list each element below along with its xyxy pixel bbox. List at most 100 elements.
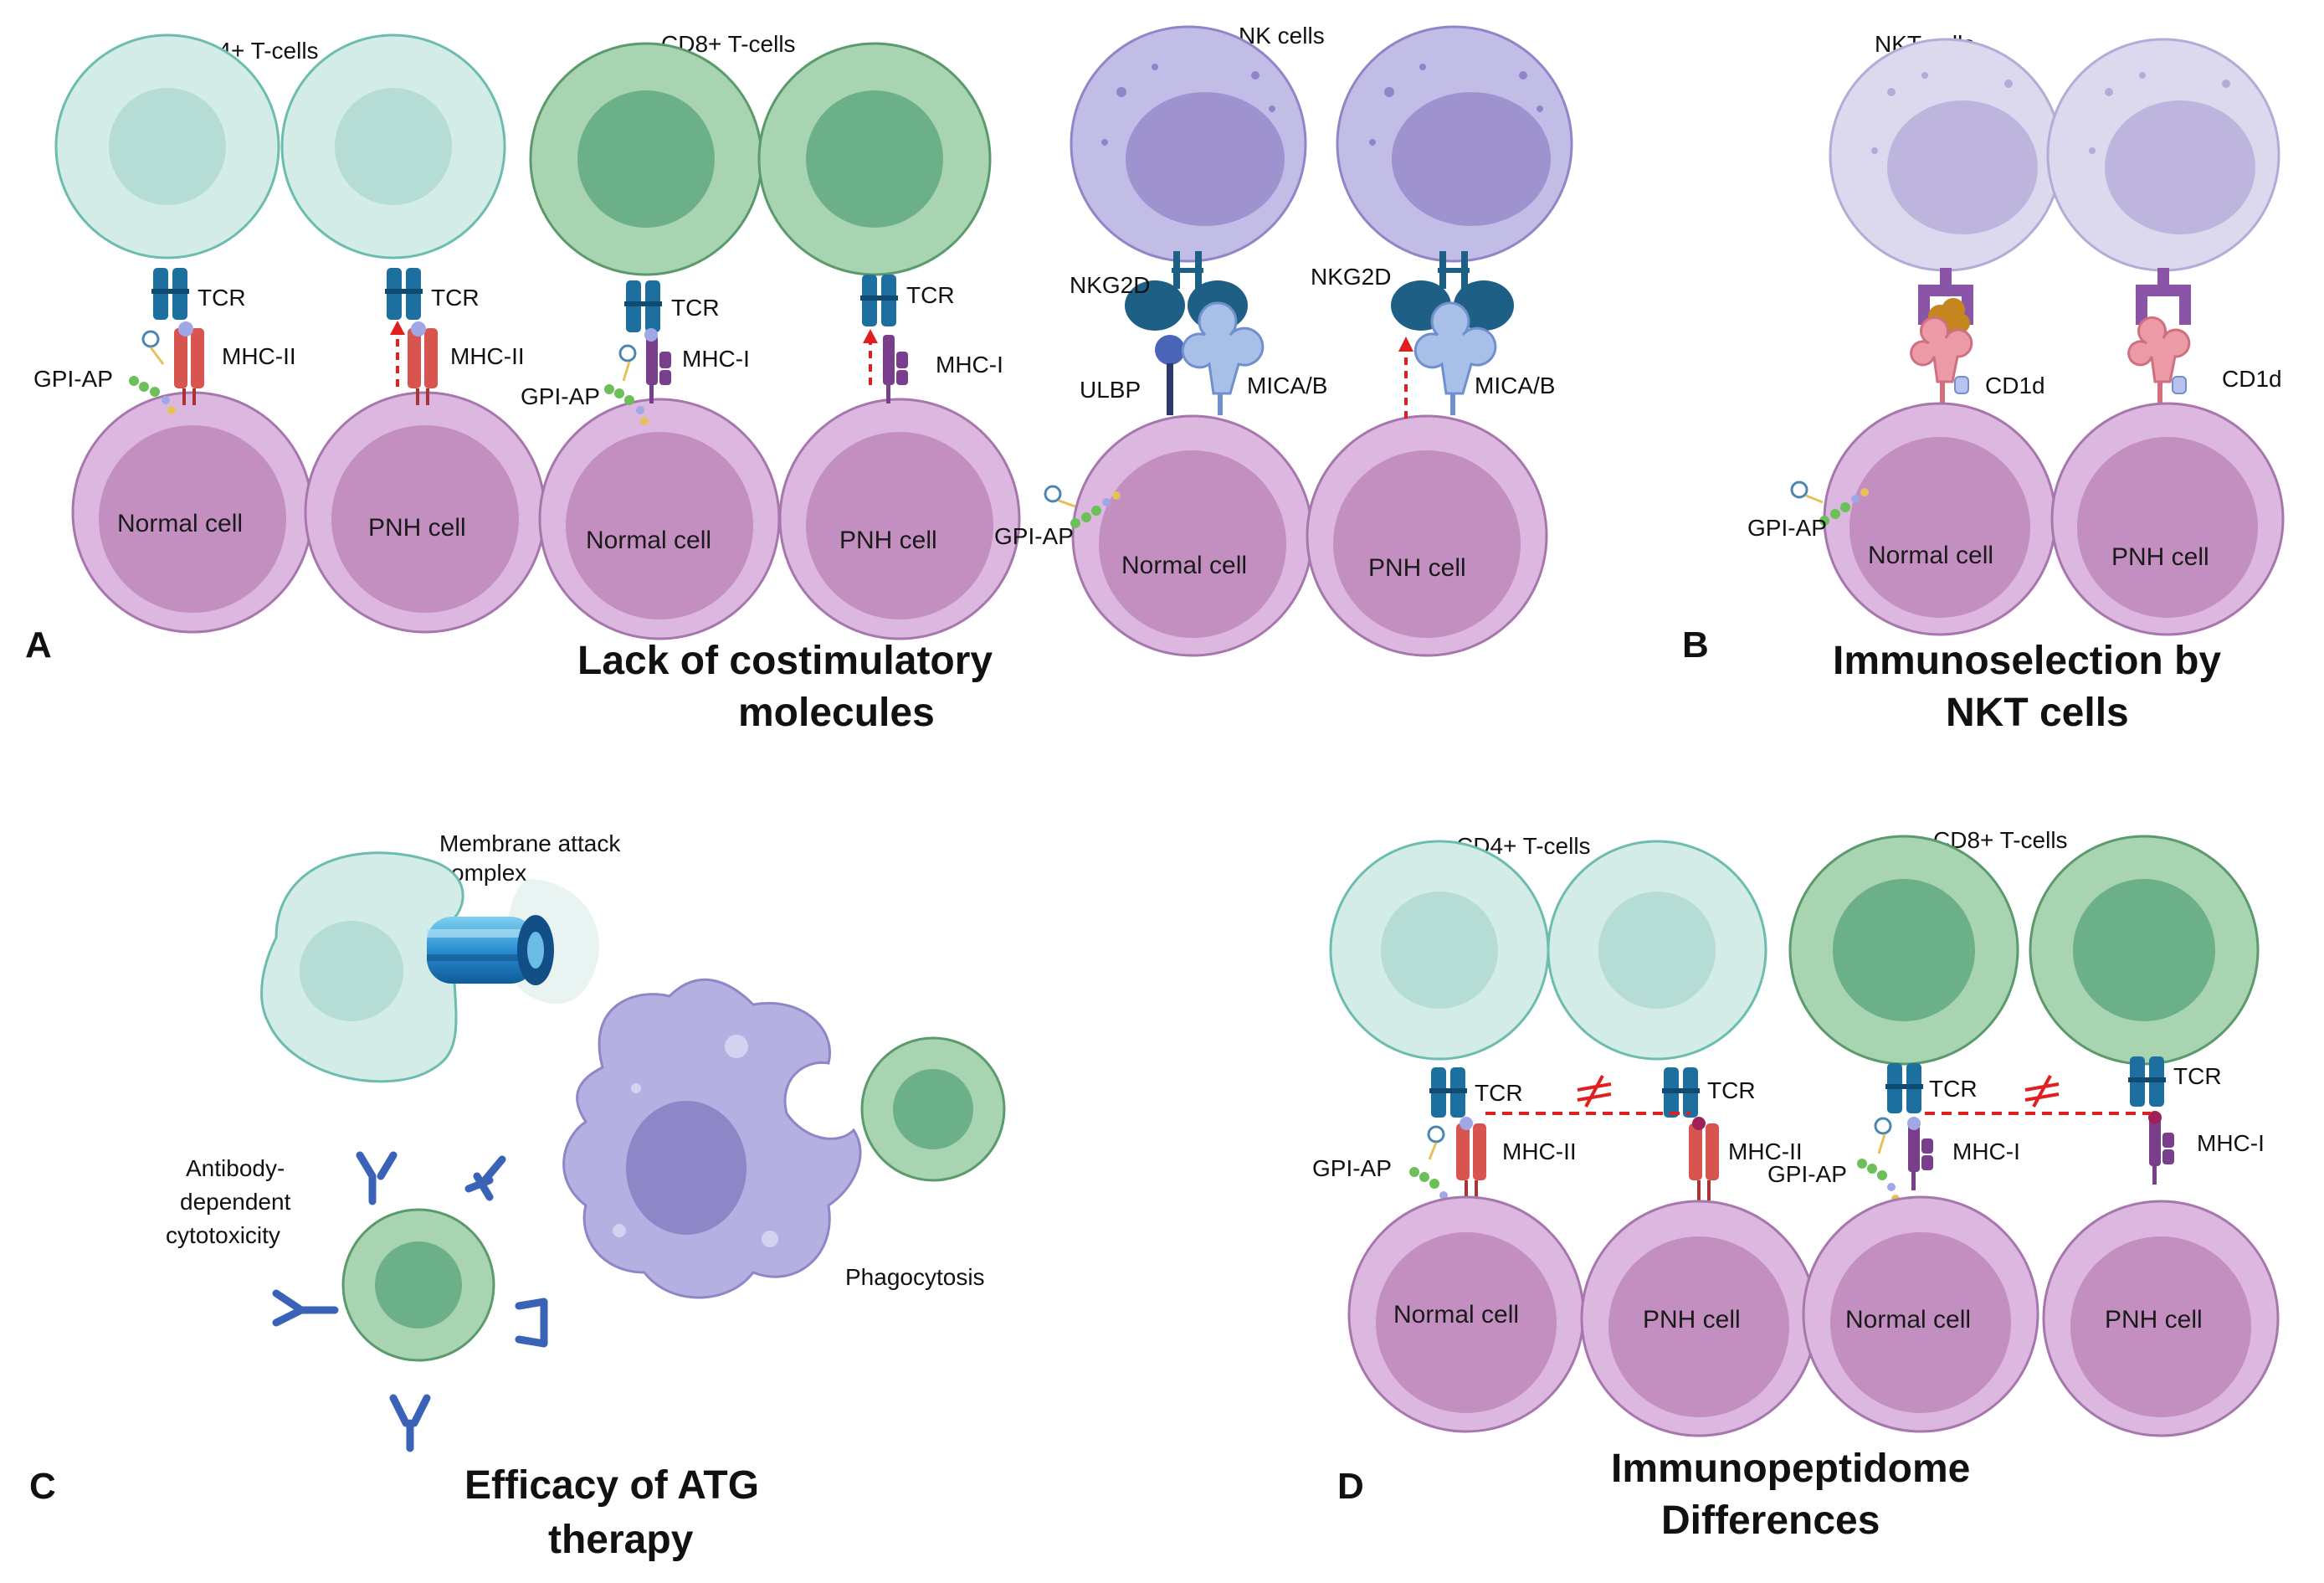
- mhc1-label-a3: MHC-I: [682, 346, 750, 372]
- normal-cell-label-a5: Normal cell: [1121, 552, 1247, 579]
- target-normal-a5: [1071, 414, 1314, 657]
- cd1d-label-2: CD1d: [2222, 366, 2282, 392]
- gpi-anchor-d3: [1857, 1117, 1900, 1203]
- mhc1-molecule-a4: [883, 335, 908, 403]
- tcr-label-a1: TCR: [198, 285, 246, 311]
- nkt-cell-2: [2046, 38, 2280, 272]
- cd1d-molecule-1: [1910, 316, 1973, 414]
- cd8-tcell-d2: [2029, 835, 2260, 1066]
- nk-cell-2: [1336, 25, 1573, 263]
- pnh-cell-label-a2: PNH cell: [368, 514, 466, 542]
- gpi-anchor-a3: [604, 344, 649, 425]
- tcr-receptor-d2: [1662, 1067, 1700, 1118]
- panel-d-letter: D: [1337, 1466, 1364, 1507]
- not-equal-comparison-cd4: [1485, 1075, 1690, 1115]
- mhc1-label-d4: MHC-I: [2197, 1130, 2265, 1156]
- panel-a-title-line1: Lack of costimulatory: [577, 639, 993, 683]
- tcr-receptor-a4: [860, 275, 898, 326]
- mhc2-molecule-d1: [1456, 1117, 1486, 1200]
- nk-cells-label: NK cells: [1239, 23, 1325, 49]
- target-normal-a1: [71, 391, 314, 634]
- tcr-label-d1: TCR: [1475, 1080, 1523, 1106]
- target-normal-b1: [1823, 402, 2057, 636]
- missing-interaction-arrow-a2: [390, 321, 405, 387]
- tcr-label-d3: TCR: [1929, 1076, 1978, 1102]
- pnh-cell-label-d2: PNH cell: [1643, 1306, 1741, 1334]
- panel-b-title-line1: Immunoselection by: [1833, 639, 2221, 683]
- mhc2-label-a1: MHC-II: [222, 343, 296, 369]
- nk-cell-1: [1070, 25, 1307, 263]
- pnh-cell-label-d4: PNH cell: [2105, 1306, 2203, 1334]
- panel-a: CD4+ T-cells CD8+ T-cells NK cells: [25, 23, 1573, 735]
- panel-a-letter: A: [25, 624, 52, 666]
- phagocytosed-cell: [860, 1036, 1006, 1182]
- tcr-label-a3: TCR: [671, 295, 720, 321]
- panel-a-title-line2: molecules: [738, 691, 935, 735]
- cd8-tcell-d1: [1788, 835, 2019, 1066]
- mhc1-molecule-d3: [1907, 1117, 1933, 1190]
- ulbp-label: ULBP: [1080, 377, 1141, 403]
- target-pnh-a6: [1306, 414, 1548, 657]
- tcr-label-d4: TCR: [2173, 1063, 2222, 1089]
- mhc2-label-d2: MHC-II: [1728, 1138, 1803, 1164]
- mica-label-1: MICA/B: [1247, 373, 1327, 398]
- panel-d-title-line1: Immunopeptidome: [1611, 1447, 1970, 1491]
- target-pnh-a4: [778, 398, 1021, 640]
- mica-ligand-2: [1413, 301, 1497, 415]
- mhc1-label-a4: MHC-I: [936, 352, 1003, 378]
- gpi-ap-label-b1: GPI-AP: [1747, 515, 1827, 541]
- panel-c-title-line2: therapy: [548, 1518, 694, 1562]
- panel-d: CD4+ T-cells CD8+ T-cells: [1312, 827, 2280, 1543]
- cd1d-label-1: CD1d: [1985, 373, 2045, 398]
- tcr-receptor-d3: [1885, 1063, 1923, 1113]
- cd8-tcell-1: [529, 42, 763, 276]
- mica-ligand-1: [1181, 301, 1265, 415]
- gpi-ap-label-a5: GPI-AP: [994, 523, 1074, 549]
- mhc2-molecule-d2: [1689, 1117, 1719, 1200]
- nkg2d-label-2: NKG2D: [1311, 264, 1391, 290]
- adcc-label-line3: cytotoxicity: [166, 1222, 280, 1248]
- gpi-ap-label-d3: GPI-AP: [1767, 1161, 1847, 1187]
- gpi-anchor-a5: [1044, 485, 1121, 528]
- tcr-receptor-a2: [385, 268, 423, 320]
- mhc2-label-a2: MHC-II: [450, 343, 525, 369]
- mhc1-molecule-a3: [644, 328, 671, 403]
- cd4-tcell-d1: [1329, 840, 1550, 1061]
- mhc1-label-d3: MHC-I: [1952, 1138, 2020, 1164]
- tcr-receptor-d1: [1429, 1067, 1467, 1118]
- pnh-cell-label-a6: PNH cell: [1368, 554, 1466, 582]
- mhc2-label-d1: MHC-II: [1502, 1138, 1577, 1164]
- target-normal-a3: [538, 398, 781, 640]
- macrophage: [562, 978, 862, 1299]
- panel-b-title-line2: NKT cells: [1946, 691, 2129, 735]
- gpi-anchor-b1: [1790, 481, 1869, 526]
- normal-cell-label-a3: Normal cell: [586, 527, 711, 554]
- pnh-cell-label-b2: PNH cell: [2111, 543, 2209, 571]
- ulbp-ligand: [1155, 335, 1185, 415]
- target-pnh-b2: [2050, 402, 2285, 636]
- cd1d-molecule-2: [2127, 316, 2191, 414]
- panel-b-letter: B: [1682, 624, 1709, 666]
- phagocytosis-label: Phagocytosis: [845, 1264, 985, 1290]
- nkg2d-label-1: NKG2D: [1070, 272, 1150, 298]
- panel-c: Membrane attack complex Phagocytosis: [29, 830, 1006, 1562]
- tcr-label-d2: TCR: [1707, 1077, 1756, 1103]
- nkt-cell-1: [1829, 38, 2063, 272]
- target-pnh-a2: [304, 391, 546, 634]
- mica-label-2: MICA/B: [1475, 373, 1555, 398]
- adcc-label-line1: Antibody-: [186, 1155, 285, 1181]
- panel-d-title-line2: Differences: [1661, 1498, 1880, 1543]
- gpi-anchor-a1: [129, 330, 176, 414]
- normal-cell-label-d3: Normal cell: [1845, 1306, 1971, 1334]
- gpi-ap-label-d1: GPI-AP: [1312, 1155, 1392, 1181]
- mhc2-molecule-a2: [408, 321, 438, 405]
- normal-cell-label-b1: Normal cell: [1868, 542, 1993, 569]
- mhc2-molecule-a1: [174, 321, 204, 405]
- membrane-attack-complex: [427, 915, 554, 985]
- cd4-tcell-1: [54, 33, 280, 260]
- panel-c-letter: C: [29, 1466, 56, 1507]
- normal-cell-label-a1: Normal cell: [117, 510, 243, 537]
- panel-c-title-line1: Efficacy of ATG: [464, 1463, 759, 1508]
- mhc1-molecule-d4: [2148, 1111, 2174, 1185]
